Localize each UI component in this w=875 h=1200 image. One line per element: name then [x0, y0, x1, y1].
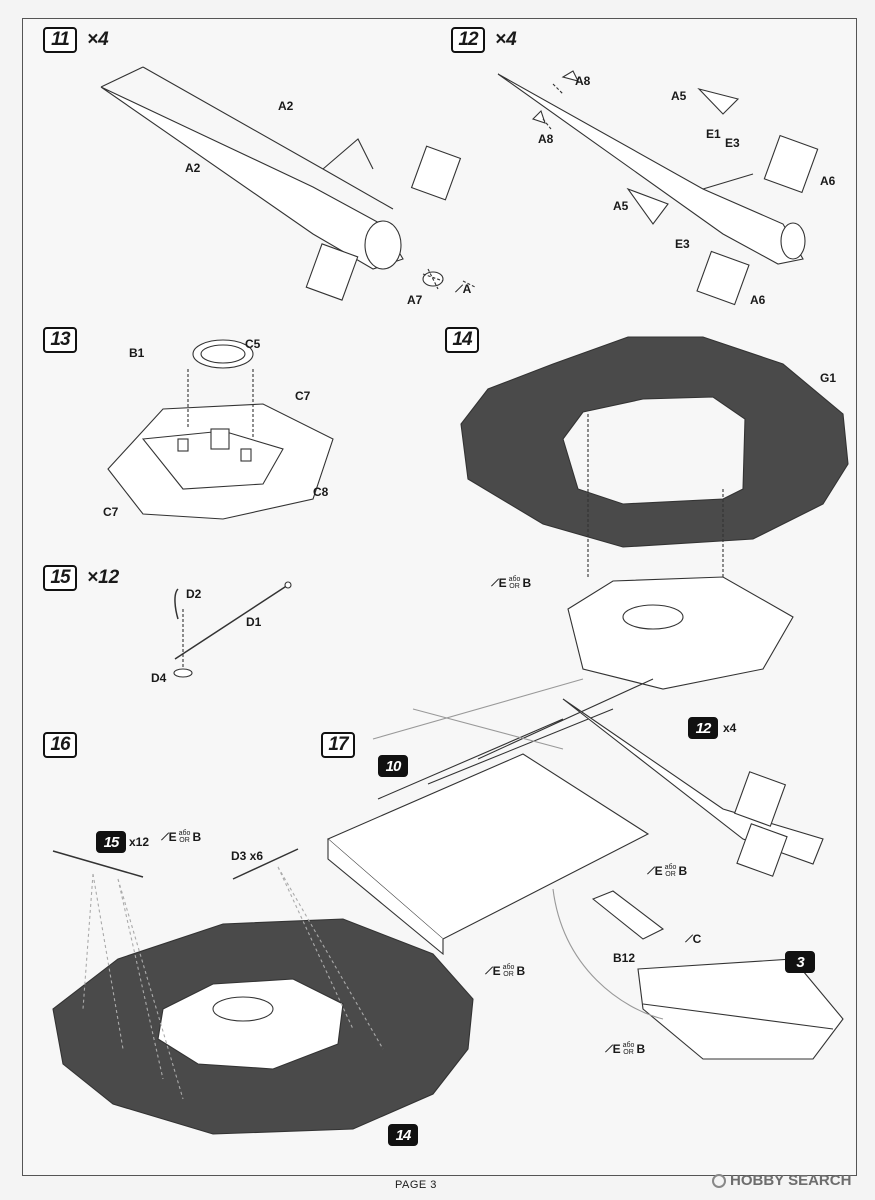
- g1-ground-panel: [460, 336, 849, 690]
- page-number: PAGE 3: [395, 1179, 437, 1191]
- label-d4: D4: [151, 671, 167, 685]
- step-15-multiplier: ×12: [87, 567, 120, 588]
- label-g1: G1: [820, 371, 837, 385]
- label-d1: D1: [246, 615, 262, 629]
- instruction-page: 11 ×4 12 ×4 13 14 15 ×12 16 17 10 12 x4 …: [22, 18, 857, 1176]
- step-14-badge: 14: [445, 327, 479, 353]
- label-c7-left: C7: [103, 505, 119, 519]
- step-12-badge: 12: [451, 27, 485, 53]
- glue-c-label: C: [692, 931, 702, 946]
- glue-e: E: [492, 963, 501, 978]
- label-e1: E1: [706, 127, 721, 141]
- label-e3-top: E3: [725, 136, 740, 150]
- label-c8: C8: [313, 485, 329, 499]
- tie-rod-step15: [173, 581, 292, 678]
- glue-c: /C: [685, 931, 702, 946]
- label-a5-left: A5: [613, 199, 629, 213]
- glue-e: E: [612, 1041, 621, 1056]
- launcher-frame-step17: [326, 678, 844, 1060]
- glue-a: /A: [455, 281, 472, 296]
- glue-a-label: A: [462, 281, 472, 296]
- ref-step-3: 3: [785, 951, 815, 973]
- label-a6-top: A6: [820, 174, 836, 188]
- assembled-base-step16: [52, 848, 474, 1135]
- glue-b: B: [636, 1041, 646, 1056]
- missile-step11: [100, 66, 476, 301]
- part-d3-count: D3 x6: [231, 849, 264, 863]
- label-c7-right: C7: [295, 389, 311, 403]
- step-12-multiplier: ×4: [495, 29, 517, 50]
- label-b12: B12: [613, 951, 636, 965]
- label-b1: B1: [129, 346, 145, 360]
- instruction-illustrations: [52, 66, 849, 1135]
- launch-base-step13: [107, 339, 334, 520]
- ref-step-12: 12: [688, 717, 718, 739]
- label-d2: D2: [186, 587, 202, 601]
- glue-e: E: [168, 829, 177, 844]
- hobby-search-watermark: HOBBY SEARCH: [712, 1172, 851, 1189]
- glue-e: E: [498, 575, 507, 590]
- label-a7: A7: [407, 293, 423, 307]
- hobby-search-name: HOBBY SEARCH: [730, 1172, 852, 1189]
- label-a2-left: A2: [185, 161, 201, 175]
- step-11-badge: 11: [43, 27, 77, 53]
- step-17-badge: 17: [321, 732, 355, 758]
- ref-step-14: 14: [388, 1124, 418, 1146]
- step-15-badge: 15: [43, 565, 77, 591]
- label-a8-top: A8: [575, 74, 591, 88]
- ref-step-15: 15: [96, 831, 126, 853]
- glue-b: B: [522, 575, 532, 590]
- step-13-badge: 13: [43, 327, 77, 353]
- label-a6-bottom: A6: [750, 293, 766, 307]
- label-c5: C5: [245, 337, 261, 351]
- glue-b: B: [192, 829, 202, 844]
- glue-b: B: [516, 963, 526, 978]
- ref-step-15-multiplier: x12: [129, 835, 150, 849]
- label-a5-top: A5: [671, 89, 687, 103]
- label-a8-left: A8: [538, 132, 554, 146]
- label-a2-top: A2: [278, 99, 294, 113]
- glue-e: E: [654, 863, 663, 878]
- glue-b: B: [678, 863, 688, 878]
- ref-step-12-multiplier: x4: [723, 721, 737, 735]
- missile-step12: [497, 70, 819, 306]
- label-e3-bottom: E3: [675, 237, 690, 251]
- ref-step-10: 10: [378, 755, 408, 777]
- step-11-multiplier: ×4: [87, 29, 109, 50]
- step-16-badge: 16: [43, 732, 77, 758]
- hobby-search-logo-icon: [712, 1173, 726, 1188]
